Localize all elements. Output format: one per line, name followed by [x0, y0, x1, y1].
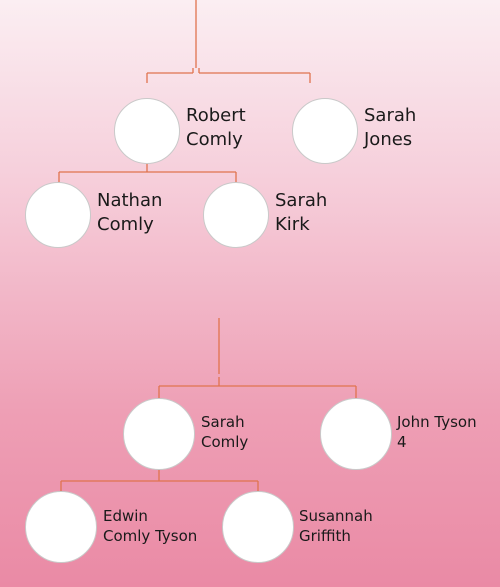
sarah-comly-node[interactable]: [123, 398, 195, 470]
nathan-comly-name: Nathan Comly: [97, 190, 163, 235]
edwin-comly-tyson-node[interactable]: [25, 491, 97, 563]
sarah-jones-name: Sarah Jones: [364, 105, 417, 150]
robert-comly-node[interactable]: [114, 98, 180, 164]
john-tyson-name: John Tyson 4: [397, 413, 477, 451]
sarah-comly-name: Sarah Comly: [201, 413, 249, 451]
susannah-griffith-node[interactable]: [222, 491, 294, 563]
sarah-kirk-node[interactable]: [203, 182, 269, 248]
john-tyson-node[interactable]: [320, 398, 392, 470]
sarah-jones-node[interactable]: [292, 98, 358, 164]
nathan-comly-node[interactable]: [25, 182, 91, 248]
edwin-comly-tyson-name: Edwin Comly Tyson: [103, 507, 198, 545]
robert-comly-name: Robert Comly: [186, 105, 246, 150]
susannah-griffith-name: Susannah Griffith: [299, 507, 373, 545]
sarah-kirk-name: Sarah Kirk: [275, 190, 328, 235]
